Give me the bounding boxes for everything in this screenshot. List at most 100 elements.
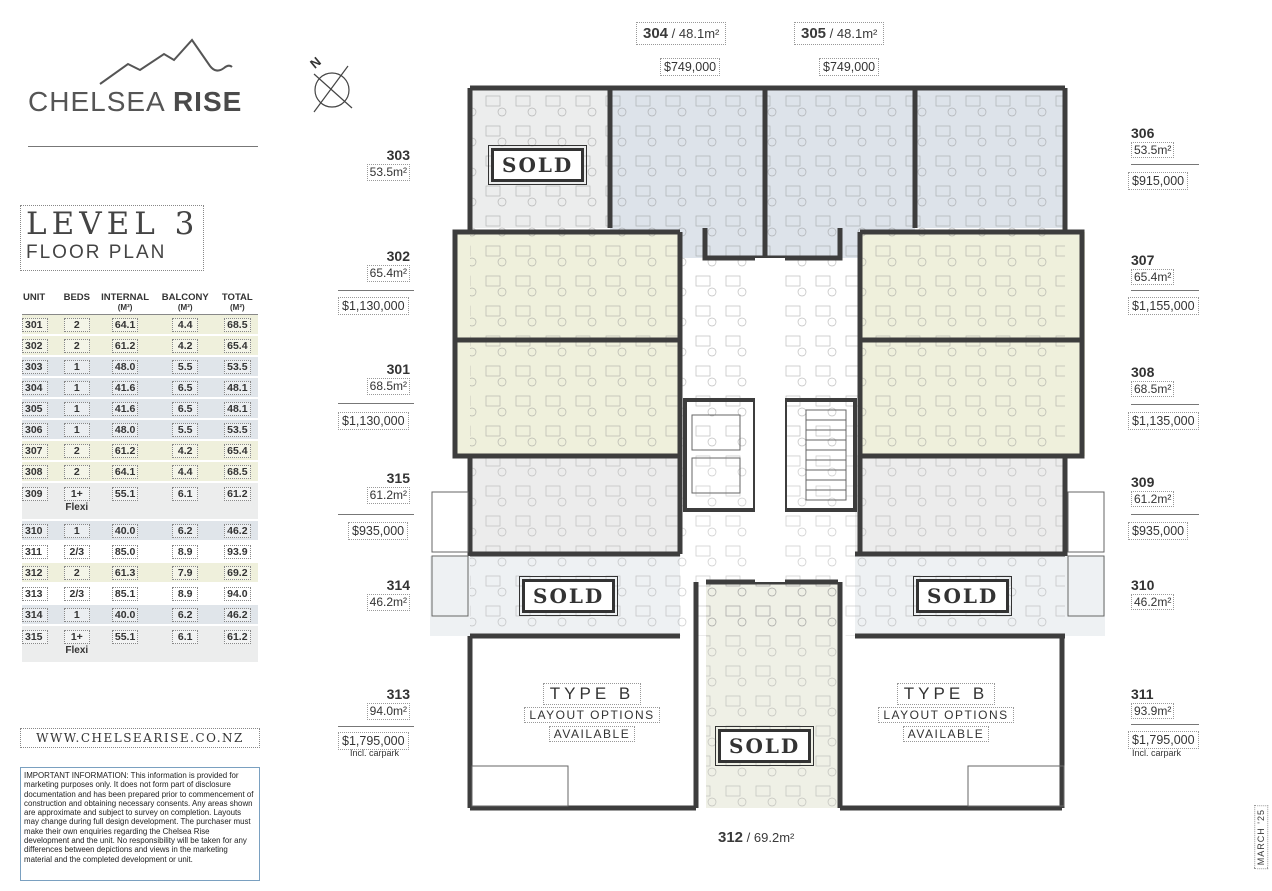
- col-unit: UNIT: [22, 290, 58, 315]
- cell-total: 61.2: [216, 482, 258, 521]
- cell-internal: 41.6: [96, 398, 154, 420]
- unit-301-price: $1,130,000: [338, 412, 409, 430]
- cell-beds: 2: [57, 461, 97, 483]
- level-subtitle: FLOOR PLAN: [26, 242, 167, 263]
- cell-balcony: 4.4: [153, 314, 217, 336]
- cell-total: 53.5: [216, 419, 258, 441]
- cell-unit: 305: [22, 398, 58, 420]
- sold-badge-310: SOLD: [912, 576, 1013, 616]
- cell-total: 61.2: [216, 625, 258, 664]
- cell-unit: 301: [22, 314, 58, 336]
- cell-beds: 2/3: [57, 541, 97, 563]
- type-b-note-311: TYPE B LAYOUT OPTIONS AVAILABLE: [876, 683, 1016, 743]
- cell-internal: 55.1: [96, 482, 154, 521]
- cell-balcony: 4.2: [153, 335, 217, 357]
- cell-internal: 64.1: [96, 314, 154, 336]
- compass-label: N: [307, 54, 324, 72]
- cell-total: 65.4: [216, 335, 258, 357]
- cell-unit: 312: [22, 562, 58, 584]
- cell-balcony: 5.5: [153, 356, 217, 378]
- unit-309-price: $935,000: [1128, 522, 1189, 540]
- cell-beds: 1+Flexi: [57, 625, 97, 664]
- cell-internal: 64.1: [96, 461, 154, 483]
- unit-307-divider: [1131, 290, 1199, 291]
- cell-balcony: 6.1: [153, 625, 217, 664]
- unit-308-price: $1,135,000: [1128, 412, 1199, 430]
- date-stamp: MARCH '25: [1254, 805, 1268, 870]
- cell-total: 68.5: [216, 314, 258, 336]
- sold-badge-312: SOLD: [714, 726, 815, 766]
- cell-unit: 302: [22, 335, 58, 357]
- cell-balcony: 6.5: [153, 377, 217, 399]
- cell-beds: 1: [57, 398, 97, 420]
- cell-beds: 2: [57, 335, 97, 357]
- cell-beds: 1: [57, 356, 97, 378]
- cell-unit: 307: [22, 440, 58, 462]
- cell-total: 69.2: [216, 562, 258, 584]
- cell-total: 94.0: [216, 583, 258, 605]
- cell-unit: 304: [22, 377, 58, 399]
- cell-beds: 1: [57, 520, 97, 542]
- cell-balcony: 6.5: [153, 398, 217, 420]
- cell-internal: 55.1: [96, 625, 154, 664]
- cell-balcony: 5.5: [153, 419, 217, 441]
- unit-305-price: $749,000: [819, 58, 880, 76]
- cell-total: 48.1: [216, 377, 258, 399]
- logo-mountain-icon: [99, 38, 233, 85]
- unit-309-divider: [1131, 514, 1199, 515]
- cell-total: 53.5: [216, 356, 258, 378]
- col-total: TOTAL(M²): [216, 290, 258, 315]
- cell-total: 68.5: [216, 461, 258, 483]
- unit-306-price: $915,000: [1128, 172, 1189, 190]
- unit-315-price: $935,000: [348, 522, 409, 540]
- cell-beds: 2: [57, 314, 97, 336]
- cell-unit: 314: [22, 604, 58, 626]
- unit-312-label: 312 / 69.2m²: [718, 829, 795, 846]
- unit-302-divider: [338, 290, 414, 291]
- brand-logo: CHELSEA RISE: [28, 86, 242, 118]
- level-title: LEVEL 3: [26, 206, 200, 242]
- flexi-label: Flexi: [65, 645, 89, 656]
- unit-311-price: $1,795,000: [1128, 731, 1199, 749]
- cell-beds: 2: [57, 440, 97, 462]
- cell-internal: 85.0: [96, 541, 154, 563]
- cell-balcony: 4.4: [153, 461, 217, 483]
- brand-name-light: CHELSEA: [28, 86, 165, 117]
- table-header-row: UNIT BEDS INTERNAL(M²) BALCONY(M²) TOTAL…: [22, 290, 258, 315]
- unit-311-note: Incl. carpark: [1132, 748, 1182, 758]
- unit-schedule-table: UNIT BEDS INTERNAL(M²) BALCONY(M²) TOTAL…: [22, 290, 258, 664]
- cell-beds: 2/3: [57, 583, 97, 605]
- unit-315-divider: [338, 514, 414, 515]
- cell-beds: 1: [57, 419, 97, 441]
- north-compass-icon: N: [307, 54, 353, 113]
- cell-total: 93.9: [216, 541, 258, 563]
- website-url[interactable]: WWW.CHELSEARISE.CO.NZ: [20, 728, 260, 748]
- cell-balcony: 6.1: [153, 482, 217, 521]
- cell-balcony: 6.2: [153, 520, 217, 542]
- level-heading-box: [20, 205, 204, 271]
- cell-internal: 61.2: [96, 335, 154, 357]
- cell-internal: 85.1: [96, 583, 154, 605]
- unit-302-price: $1,130,000: [338, 297, 409, 315]
- disclaimer-text: IMPORTANT INFORMATION: This information …: [20, 767, 260, 881]
- cell-unit: 308: [22, 461, 58, 483]
- cell-balcony: 6.2: [153, 604, 217, 626]
- col-balcony: BALCONY(M²): [153, 290, 217, 315]
- unit-304-price: $749,000: [660, 58, 721, 76]
